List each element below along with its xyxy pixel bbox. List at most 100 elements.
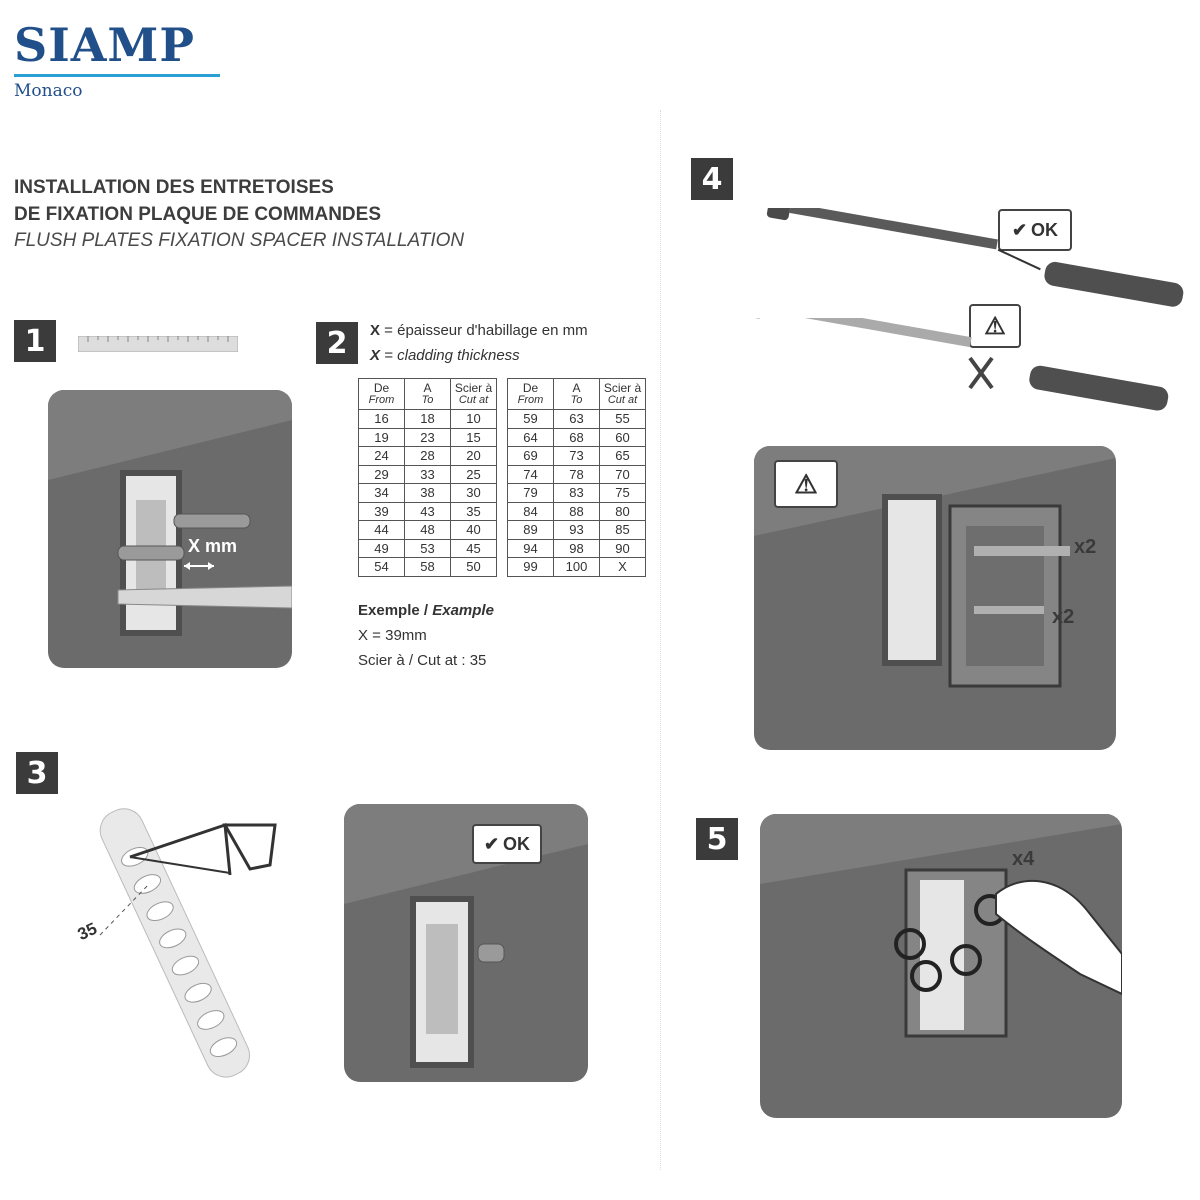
example-line2: Scier à / Cut at : 35 <box>358 652 487 669</box>
step-5-number: 5 <box>696 818 738 860</box>
qty-label: x2 <box>1052 606 1075 628</box>
table-cell: 43 <box>404 501 451 521</box>
table-cell: 49 <box>358 538 405 558</box>
table-cell: 99 <box>507 557 554 577</box>
warning-badge: ⚠ <box>969 304 1021 348</box>
ok-badge: ✔OK <box>472 824 542 864</box>
qty-label: x2 <box>1074 536 1097 558</box>
table-cell: 90 <box>599 538 646 558</box>
step-4-number: 4 <box>691 158 733 200</box>
table-cell: 25 <box>450 464 497 484</box>
dimension-label: X mm <box>188 536 238 556</box>
table-cell: 74 <box>507 464 554 484</box>
x-definition: X = épaisseur d'habillage en mm X = clad… <box>370 318 588 368</box>
table-cell: 58 <box>404 557 451 577</box>
table-cell: 93 <box>553 520 600 540</box>
table-cell: 15 <box>450 427 497 447</box>
table-cell: 65 <box>599 446 646 466</box>
table-cell: 28 <box>404 446 451 466</box>
brand-sub: Monaco <box>14 81 83 101</box>
table-cell: 63 <box>553 409 600 429</box>
step-4-illustration: ⚠ x2 x2 <box>754 446 1116 750</box>
table-cell: 24 <box>358 446 405 466</box>
table-cell: 68 <box>553 427 600 447</box>
spacer-installed-icon <box>344 804 588 1068</box>
table-cell: 29 <box>358 464 405 484</box>
table-cell: 38 <box>404 483 451 503</box>
step-1-illustration: X mm <box>48 390 292 668</box>
step-5-illustration: x4 <box>760 814 1122 1118</box>
step-3-number: 3 <box>16 752 58 794</box>
hand-screwing-icon <box>760 814 1122 1038</box>
table-cell: 50 <box>450 557 497 577</box>
table-cell: 69 <box>507 446 554 466</box>
table-cell: 75 <box>599 483 646 503</box>
example-line1: X = 39mm <box>358 627 427 644</box>
table-cell: 16 <box>358 409 405 429</box>
table-cell: 53 <box>404 538 451 558</box>
table-cell: 80 <box>599 501 646 521</box>
table-cell: 34 <box>358 483 405 503</box>
table-cell: 60 <box>599 427 646 447</box>
screw-wrong-icon <box>740 318 1169 411</box>
brand-name: SIAMP <box>14 18 195 72</box>
step-2-number: 2 <box>316 322 358 364</box>
table-cell: 10 <box>450 409 497 429</box>
step-3-illustration <box>344 804 588 1082</box>
wall-frame-measure-icon <box>48 390 292 636</box>
table-cell: 19 <box>358 427 405 447</box>
step-1-number: 1 <box>14 320 56 362</box>
fold-line <box>660 110 661 1170</box>
table-cell: 78 <box>553 464 600 484</box>
table-cell: 83 <box>553 483 600 503</box>
table-cell: 89 <box>507 520 554 540</box>
table-cell: 30 <box>450 483 497 503</box>
table-cell: 20 <box>450 446 497 466</box>
title-fr-line2: DE FIXATION PLAQUE DE COMMANDES <box>14 204 381 225</box>
title-fr-line1: INSTALLATION DES ENTRETOISES <box>14 177 334 198</box>
table-cell: 44 <box>358 520 405 540</box>
brand-logo: SIAMP Monaco <box>14 22 224 101</box>
warning-icon: ⚠ <box>794 468 818 499</box>
ok-badge: ✔OK <box>998 209 1072 251</box>
table-cell: 94 <box>507 538 554 558</box>
table-cell: 70 <box>599 464 646 484</box>
table-cell: 40 <box>450 520 497 540</box>
table-cell: 45 <box>450 538 497 558</box>
table-cell: 98 <box>553 538 600 558</box>
table-cell: 48 <box>404 520 451 540</box>
page-title-en: FLUSH PLATES FIXATION SPACER INSTALLATIO… <box>14 230 465 251</box>
table-cell: 88 <box>553 501 600 521</box>
qty-label: x4 <box>1012 848 1035 870</box>
example-block: Exemple / Example X = 39mm Scier à / Cut… <box>358 598 494 673</box>
table-cell: 79 <box>507 483 554 503</box>
page-title-fr: INSTALLATION DES ENTRETOISES DE FIXATION… <box>14 174 381 228</box>
table-cell: 84 <box>507 501 554 521</box>
table-cell: 39 <box>358 501 405 521</box>
spacer-saw-icon <box>99 808 277 1078</box>
x-definition-en: X = cladding thickness <box>370 347 520 364</box>
cross-icon <box>968 356 994 390</box>
table-cell: 85 <box>599 520 646 540</box>
